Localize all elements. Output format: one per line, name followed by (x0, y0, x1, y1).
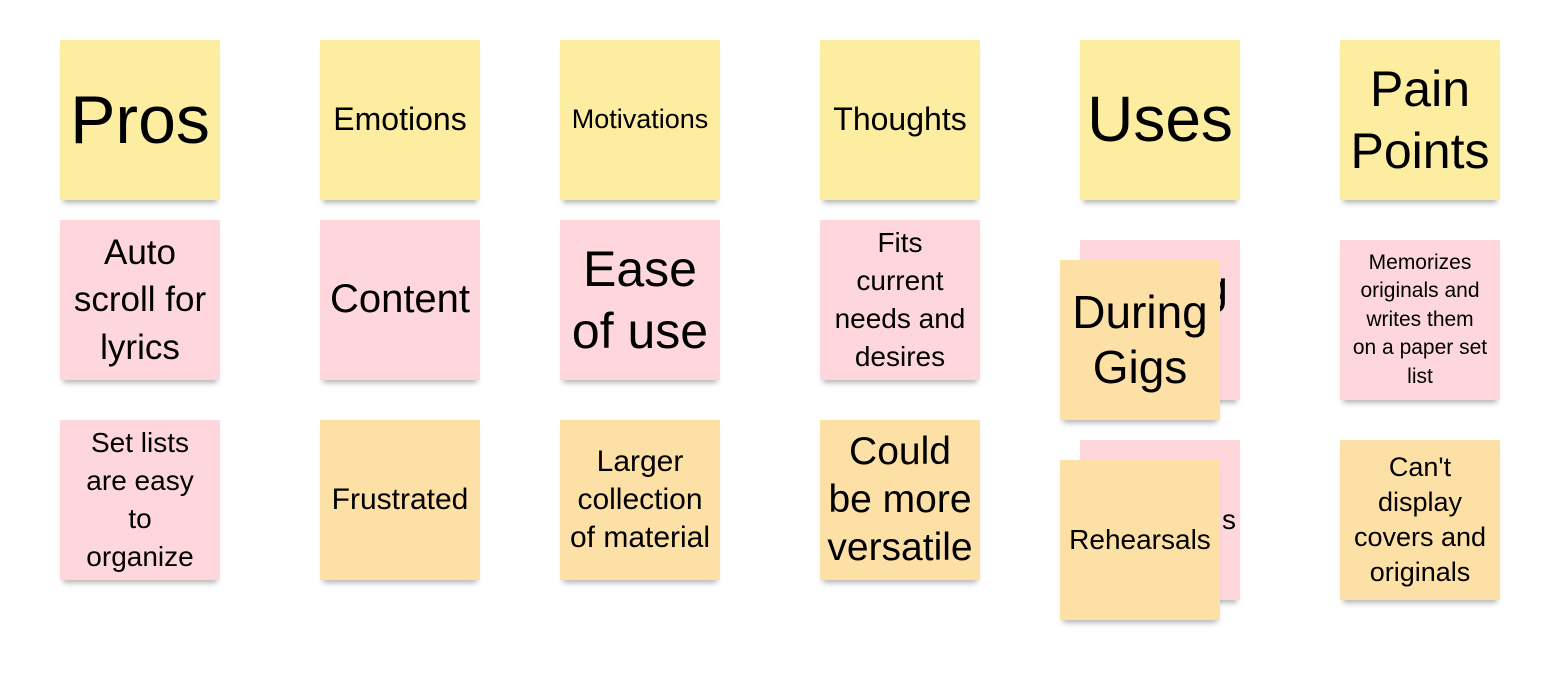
note-line: Ease (583, 240, 697, 297)
sticky-note-pros-2[interactable]: Set lists are easy to organize (60, 420, 220, 580)
note-line: current (856, 265, 944, 297)
note-line: are easy (86, 465, 194, 497)
note-line: Memorizes (1368, 251, 1472, 275)
sticky-note-emotions-2[interactable]: Frustrated (320, 420, 480, 580)
header-note-pain-points[interactable]: Pain Points (1340, 40, 1500, 200)
note-text: Content (329, 277, 471, 322)
header-note-motivations[interactable]: Motivations (560, 40, 720, 200)
note-line: desires (854, 340, 946, 372)
header-label: Motivations (571, 104, 709, 135)
note-line: Fits (877, 227, 923, 259)
sticky-note-uses-2[interactable]: Rehearsals (1060, 460, 1220, 620)
sticky-note-pros-1[interactable]: Auto scroll for lyrics (60, 220, 220, 380)
header-label: Uses (1087, 83, 1233, 156)
header-note-uses[interactable]: Uses (1080, 40, 1240, 200)
sticky-note-thoughts-1[interactable]: Fits current needs and desires (820, 220, 980, 380)
header-label: Emotions (333, 101, 467, 138)
header-label-line: Pain (1369, 60, 1471, 117)
note-line: versatile (827, 525, 973, 569)
sticky-note-thoughts-2[interactable]: Could be more versatile (820, 420, 980, 580)
note-line: Set lists (90, 427, 190, 459)
note-text-fragment: s (1222, 504, 1236, 536)
note-line: originals and (1360, 279, 1480, 303)
note-line: Auto (104, 233, 176, 273)
header-note-pros[interactable]: Pros (60, 40, 220, 200)
note-line: originals (1369, 557, 1471, 588)
note-line: Can't (1388, 451, 1452, 482)
note-text: Frustrated (331, 483, 469, 517)
note-line: of material (569, 521, 711, 555)
note-line: to (128, 503, 152, 534)
note-text: Rehearsals (1069, 524, 1211, 556)
header-note-emotions[interactable]: Emotions (320, 40, 480, 200)
note-line: collection (577, 482, 703, 516)
sticky-note-motivations-1[interactable]: Ease of use (560, 220, 720, 380)
note-line: Gigs (1092, 341, 1188, 393)
note-line: needs and (834, 303, 966, 334)
sticky-note-motivations-2[interactable]: Larger collection of material (560, 420, 720, 580)
note-line: on a paper set (1352, 336, 1488, 360)
note-line: covers and (1353, 522, 1487, 552)
sticky-note-uses-1[interactable]: During Gigs (1060, 260, 1220, 420)
note-line: Could (849, 430, 951, 474)
note-line: lyrics (100, 327, 180, 367)
sticky-note-pain-points-1[interactable]: Memorizes originals and writes them on a… (1340, 240, 1500, 400)
note-line: of use (571, 303, 709, 359)
header-label-line: Points (1350, 123, 1490, 179)
note-line: be more (828, 478, 972, 522)
note-line: Larger (596, 444, 684, 478)
header-label: Thoughts (833, 101, 967, 138)
sticky-note-emotions-1[interactable]: Content (320, 220, 480, 380)
note-line: writes them (1366, 307, 1474, 331)
sticky-note-pain-points-2[interactable]: Can't display covers and originals (1340, 440, 1500, 600)
note-line: organize (86, 540, 194, 572)
note-line: list (1407, 364, 1433, 388)
note-line: scroll for (73, 280, 207, 320)
note-line: During (1072, 285, 1208, 338)
note-line: display (1377, 486, 1463, 517)
header-label: Pros (70, 81, 210, 158)
header-note-thoughts[interactable]: Thoughts (820, 40, 980, 200)
